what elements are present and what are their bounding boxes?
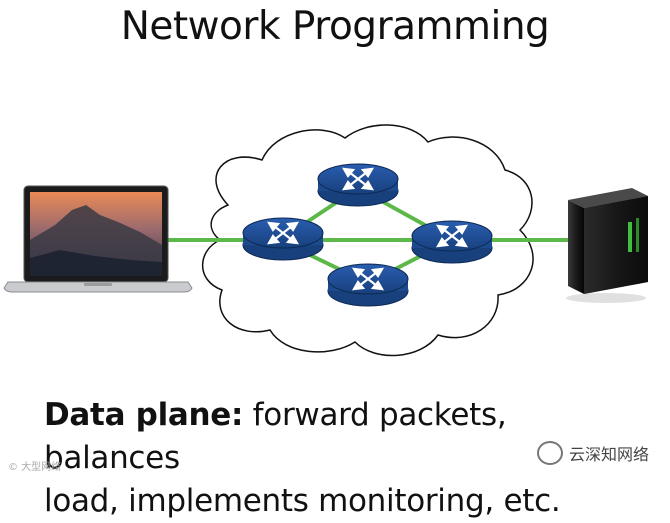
caption-line-2: load, implements monitoring, etc.	[44, 483, 561, 519]
server-icon	[566, 188, 648, 303]
router-left	[242, 217, 324, 261]
slide-title: Network Programming	[120, 4, 550, 49]
caption-line-1: Data plane: forward packets, balances	[44, 394, 644, 480]
caption-line1-text: forward packets, balances	[44, 397, 507, 476]
laptop-icon	[3, 185, 193, 293]
router-arrows-icon	[341, 167, 375, 191]
router-arrows-icon	[266, 221, 300, 245]
watermark-left: © 大型网络	[8, 462, 62, 473]
watermark-right-text: 云深知网络	[569, 445, 650, 464]
wechat-icon	[537, 441, 563, 465]
caption-lead: Data plane:	[44, 397, 244, 433]
router-right	[411, 220, 493, 264]
watermark-right: 云深知网络	[537, 441, 649, 465]
router-bottom	[327, 263, 409, 307]
router-arrows-icon	[435, 224, 469, 248]
router-arrows-icon	[351, 267, 385, 291]
router-top	[317, 163, 399, 207]
network-diagram	[3, 124, 648, 357]
